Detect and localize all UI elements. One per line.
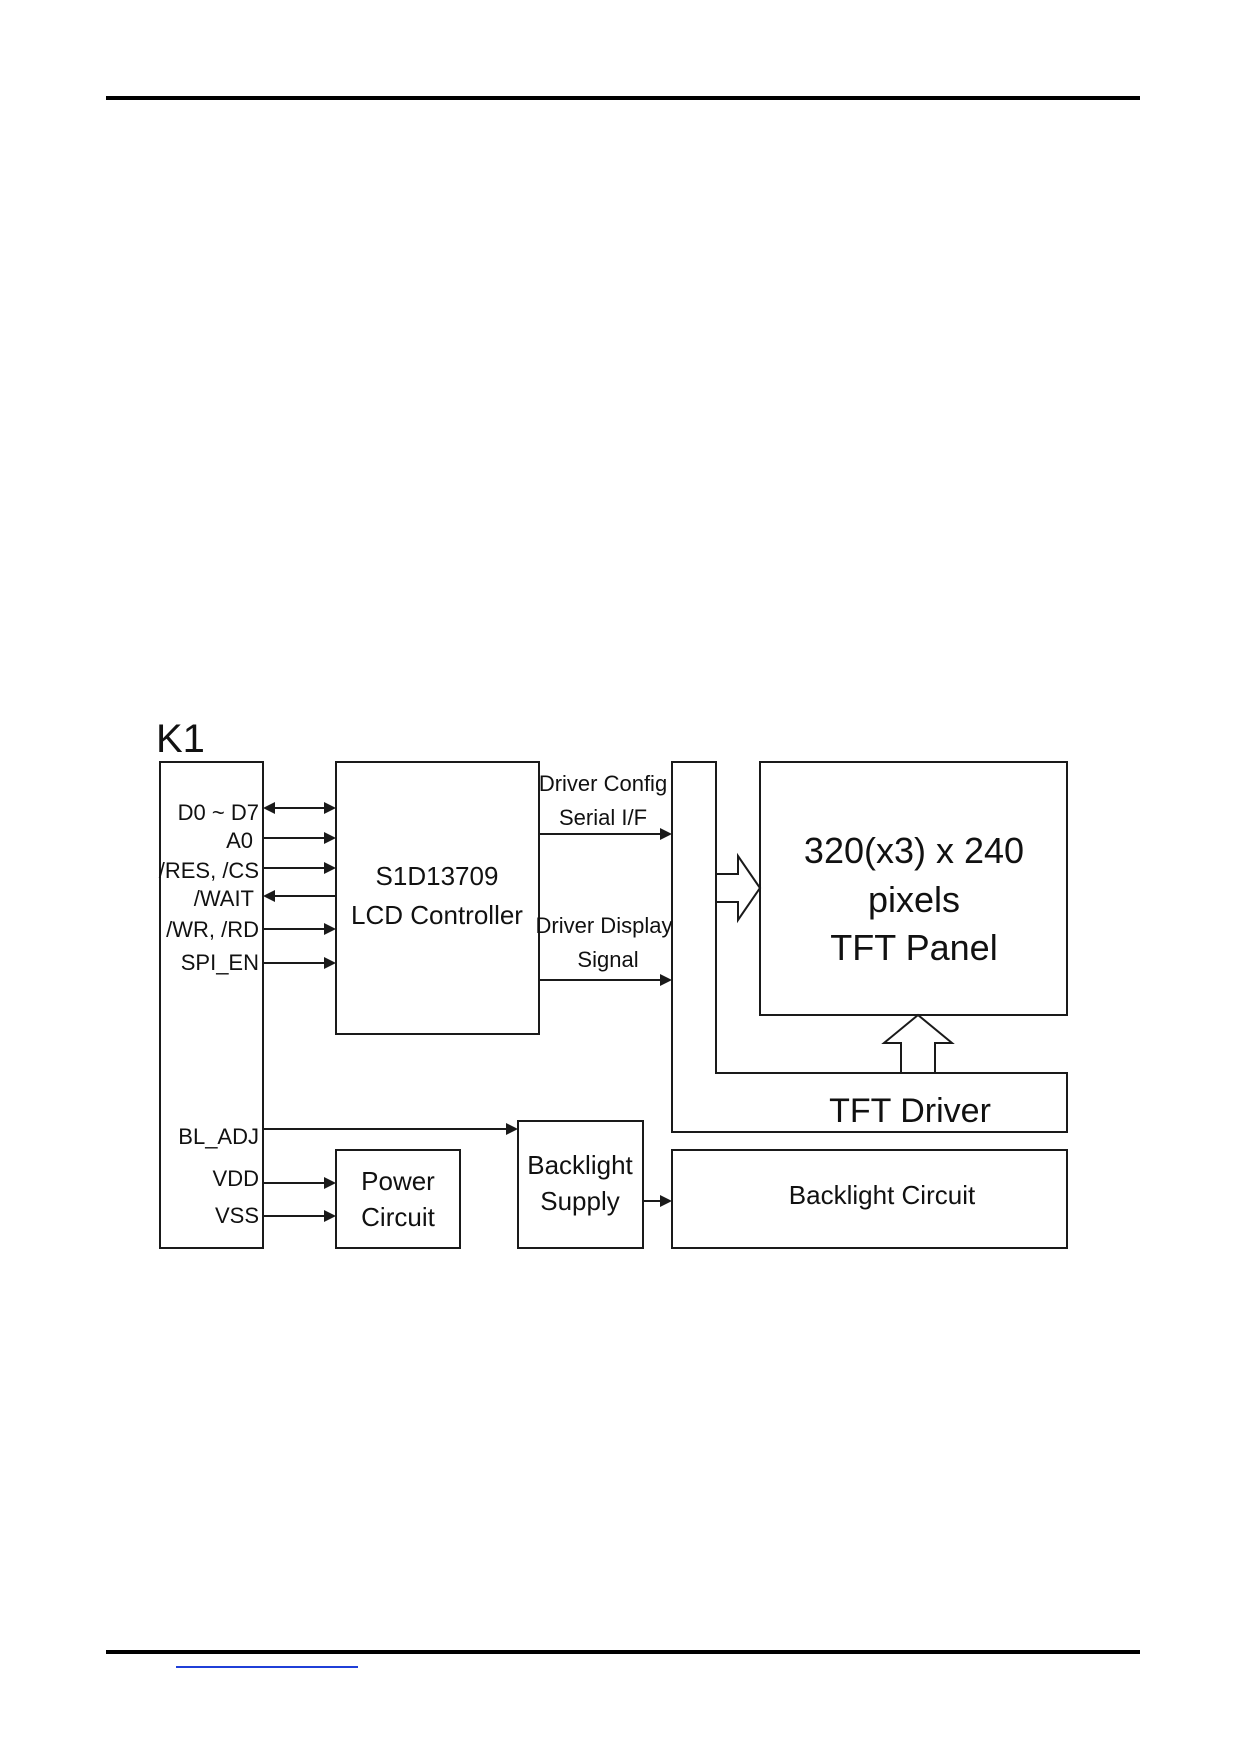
power-circuit-block bbox=[335, 1149, 461, 1249]
driver-config-label-2: Serial I/F bbox=[559, 805, 647, 830]
panel-type-label: TFT Panel bbox=[830, 927, 997, 968]
power-circuit-label-2: Circuit bbox=[361, 1202, 435, 1232]
signal-label-vss: VSS bbox=[215, 1203, 259, 1228]
controller-name-label: LCD Controller bbox=[351, 900, 523, 930]
signal-label-wr-rd: /WR, /RD bbox=[166, 917, 259, 942]
signal-label-a0: A0 bbox=[226, 828, 253, 853]
signal-label-res-cs: /RES, /CS bbox=[159, 858, 259, 883]
signal-label-d0-d7: D0 ~ D7 bbox=[178, 800, 259, 825]
backlight-circuit-label: Backlight Circuit bbox=[789, 1180, 976, 1210]
tft-driver-block bbox=[671, 761, 1068, 1133]
connector-label: K1 bbox=[156, 717, 205, 761]
power-circuit-label-1: Power bbox=[361, 1166, 435, 1196]
signal-label-spi-en: SPI_EN bbox=[181, 950, 259, 975]
driver-to-panel-hollow-arrow bbox=[715, 852, 762, 924]
signal-label-wait: /WAIT bbox=[194, 886, 254, 911]
backlight-supply-label-2: Supply bbox=[540, 1186, 620, 1216]
footer-link-underline[interactable] bbox=[176, 1666, 358, 1668]
controller-chip-label: S1D13709 bbox=[376, 861, 499, 891]
panel-resolution-label: 320(x3) x 240 bbox=[804, 830, 1024, 871]
driver-display-label-1: Driver Display bbox=[536, 913, 673, 938]
connector-k1-block bbox=[159, 761, 264, 1249]
backlight-circuit-block bbox=[671, 1149, 1068, 1249]
header-rule bbox=[106, 96, 1140, 100]
signal-label-vdd: VDD bbox=[213, 1166, 259, 1191]
driver-display-label-2: Signal bbox=[577, 947, 638, 972]
signal-label-bl-adj: BL_ADJ bbox=[178, 1124, 259, 1149]
lcd-controller-block bbox=[335, 761, 540, 1035]
backlight-supply-label-1: Backlight bbox=[527, 1150, 633, 1180]
backlight-supply-block bbox=[517, 1120, 644, 1249]
driver-to-panel-up-hollow-arrow bbox=[881, 1013, 955, 1074]
driver-config-label-1: Driver Config bbox=[539, 771, 667, 796]
tft-driver-label: TFT Driver bbox=[829, 1092, 991, 1130]
footer-rule bbox=[106, 1650, 1140, 1654]
panel-pixels-label: pixels bbox=[868, 879, 960, 920]
